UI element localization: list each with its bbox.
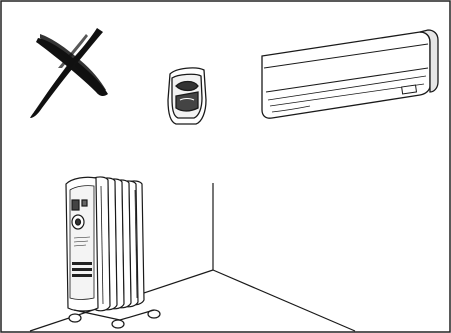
split-air-conditioner-icon bbox=[262, 30, 438, 118]
wall-mounted-sensor-icon bbox=[168, 68, 206, 124]
power-switch bbox=[72, 200, 79, 210]
radiator-wheels bbox=[69, 310, 160, 328]
indicator-light bbox=[82, 200, 87, 206]
oil-filled-radiator-icon bbox=[66, 177, 160, 328]
floor-right-line bbox=[213, 270, 355, 331]
thermostat-knob-inner bbox=[76, 219, 81, 225]
cross-mark-icon bbox=[30, 28, 108, 118]
ac-indicator bbox=[402, 85, 417, 94]
vent-slots bbox=[72, 262, 92, 277]
